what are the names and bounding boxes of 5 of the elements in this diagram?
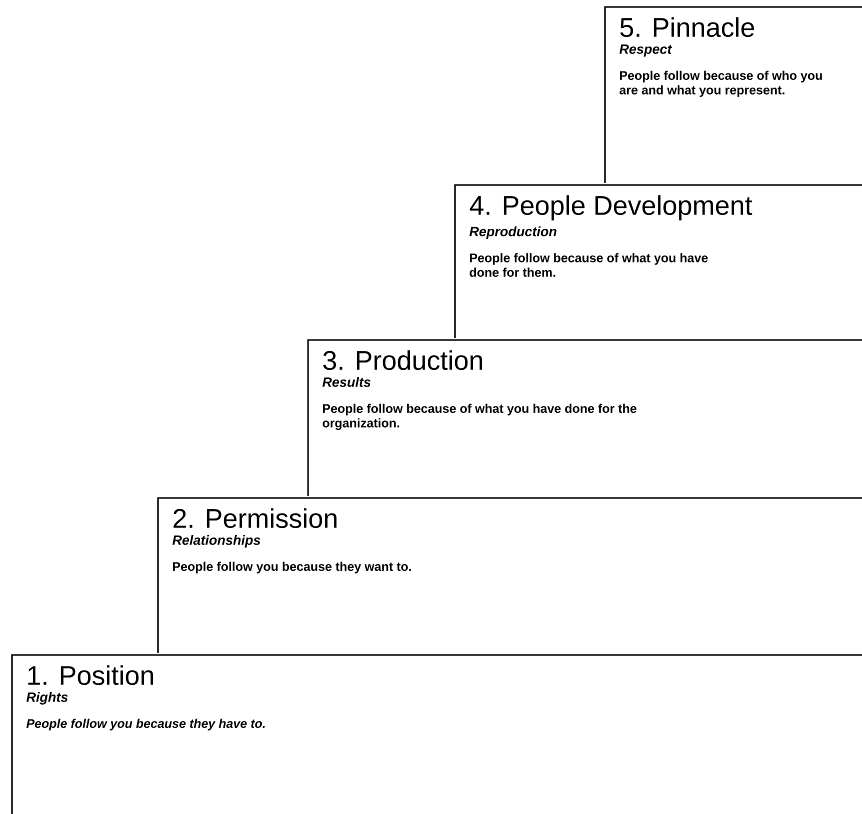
step-box: 1. Position Rights People follow you because they have to. xyxy=(11,654,862,814)
step-box: 4. People Development Reproduction People follow because of what you have done for them. xyxy=(454,184,862,338)
step-box: 3. Production Results People follow because of what you have done for the organization. xyxy=(307,339,862,496)
step-box: 2. Permission Relationships People follow you because they want to. xyxy=(157,497,862,653)
step-box: 5. Pinnacle Respect People follow because of who you are and what you represent. xyxy=(604,6,862,183)
